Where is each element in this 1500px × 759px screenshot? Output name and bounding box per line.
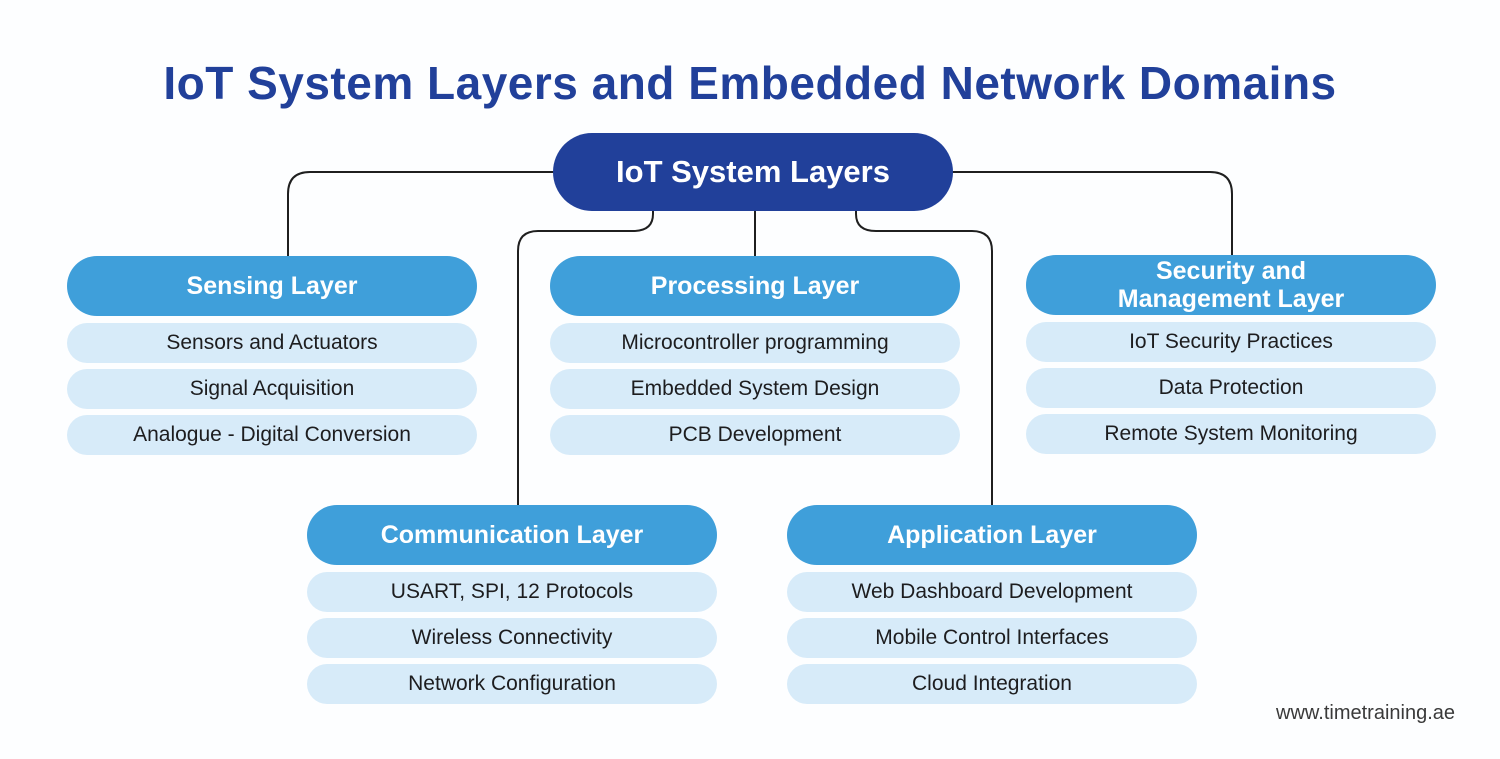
group-header-label: Application Layer (887, 521, 1097, 549)
group-header-sensing-layer: Sensing Layer (67, 256, 477, 316)
group-application-layer: Application Layer Web Dashboard Developm… (787, 505, 1197, 710)
website-url: www.timetraining.ae (1276, 702, 1455, 724)
page-title: IoT System Layers and Embedded Network D… (163, 57, 1337, 109)
group-header-label: Communication Layer (380, 521, 644, 549)
list-item: Sensors and Actuators (67, 323, 477, 363)
group-header-communication-layer: Communication Layer (307, 505, 717, 565)
group-header-label: Processing Layer (650, 272, 860, 300)
root-node-iot-system-layers: IoT System Layers (553, 133, 953, 211)
connector-root-to-sensing (287, 171, 555, 258)
list-item: Network Configuration (307, 664, 717, 704)
list-item: Wireless Connectivity (307, 618, 717, 658)
group-communication-layer: Communication Layer USART, SPI, 12 Proto… (307, 505, 717, 710)
list-item: IoT Security Practices (1026, 322, 1436, 362)
list-item: Data Protection (1026, 368, 1436, 408)
list-item: Microcontroller programming (550, 323, 960, 363)
list-item: Web Dashboard Development (787, 572, 1197, 612)
connector-root-to-application (855, 210, 993, 507)
group-header-processing-layer: Processing Layer (550, 256, 960, 316)
list-item: PCB Development (550, 415, 960, 455)
list-item: Cloud Integration (787, 664, 1197, 704)
connector-root-to-security (951, 171, 1233, 257)
group-processing-layer: Processing Layer Microcontroller program… (550, 256, 960, 461)
list-item: Remote System Monitoring (1026, 414, 1436, 454)
group-sensing-layer: Sensing Layer Sensors and Actuators Sign… (67, 256, 477, 461)
list-item: Signal Acquisition (67, 369, 477, 409)
group-header-label: Sensing Layer (186, 272, 358, 300)
group-header-application-layer: Application Layer (787, 505, 1197, 565)
list-item: Embedded System Design (550, 369, 960, 409)
list-item: Analogue - Digital Conversion (67, 415, 477, 455)
list-item: USART, SPI, 12 Protocols (307, 572, 717, 612)
list-item: Mobile Control Interfaces (787, 618, 1197, 658)
root-node-label: IoT System Layers (616, 154, 890, 189)
group-security-management-layer: Security and Management Layer IoT Securi… (1026, 255, 1436, 460)
group-header-security-management-layer: Security and Management Layer (1026, 255, 1436, 315)
group-header-label: Security and Management Layer (1117, 257, 1345, 313)
connector-root-to-communication (517, 210, 654, 507)
